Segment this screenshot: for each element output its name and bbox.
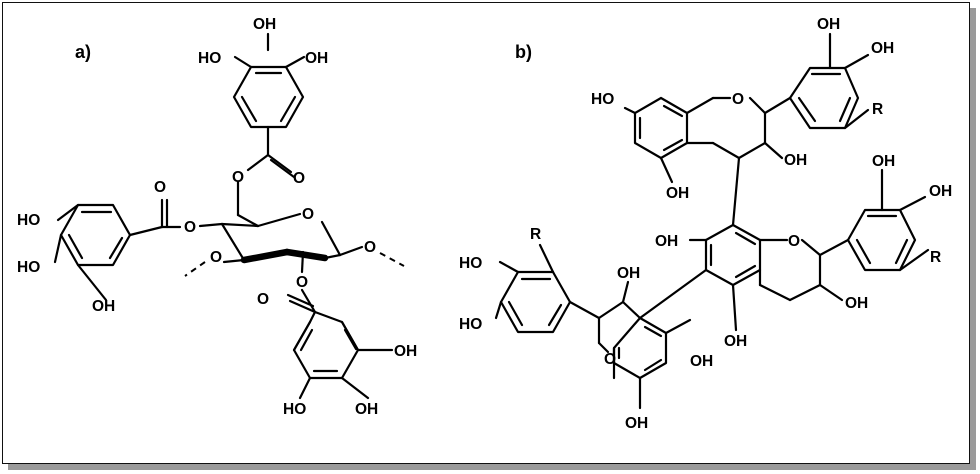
- atom-label: O: [788, 233, 800, 250]
- atom-label: HO: [198, 50, 221, 67]
- panel-b-label: b): [515, 42, 532, 62]
- atom-label: OH: [617, 265, 640, 282]
- atom-label: HO: [459, 316, 482, 333]
- atom-label: OH: [355, 401, 378, 418]
- atom-label: HO: [591, 91, 614, 108]
- atom-label: HO: [459, 255, 482, 272]
- atom-label: OH: [92, 298, 115, 315]
- atom-label: OH: [305, 50, 328, 67]
- atom-label: O: [154, 179, 166, 196]
- atom-label: OH: [655, 233, 678, 250]
- panel-a-label: a): [75, 42, 91, 62]
- atom-label: OH: [253, 16, 276, 33]
- atom-label: O: [364, 239, 376, 256]
- atom-label: OH: [724, 333, 747, 350]
- atom-label: O: [604, 351, 616, 368]
- atom-label: OH: [817, 16, 840, 33]
- atom-label: R: [930, 249, 941, 266]
- atom-label: O: [257, 291, 269, 308]
- atom-label: OH: [872, 153, 895, 170]
- atom-label: O: [210, 249, 222, 266]
- atom-label: OH: [871, 40, 894, 57]
- atom-label: OH: [625, 415, 648, 432]
- atom-label: OH: [394, 343, 417, 360]
- atom-label: OH: [929, 183, 952, 200]
- atom-label: O: [232, 169, 244, 186]
- atom-label: OH: [845, 295, 868, 312]
- atom-label: HO: [283, 401, 306, 418]
- atom-label: HO: [17, 212, 40, 229]
- atom-label: R: [872, 101, 883, 118]
- atom-label: O: [302, 206, 314, 223]
- atom-label: HO: [17, 259, 40, 276]
- atom-labels: a) b) OH HO OH O O O O O O O O O HO HO O…: [17, 16, 952, 432]
- atom-label: OH: [690, 353, 713, 370]
- atom-label: O: [184, 219, 196, 236]
- bond-lines: [53, 32, 930, 410]
- atom-label: R: [530, 226, 541, 243]
- atom-label: O: [293, 170, 305, 187]
- atom-label: O: [732, 91, 744, 108]
- atom-label: O: [296, 274, 308, 291]
- atom-label: OH: [784, 152, 807, 169]
- figure-frame: [2, 2, 970, 464]
- atom-label: OH: [666, 185, 689, 202]
